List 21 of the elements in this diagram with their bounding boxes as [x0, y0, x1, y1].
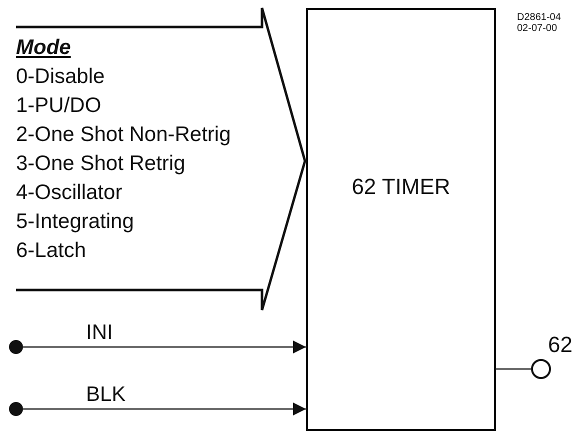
signal-label: BLK	[86, 383, 126, 407]
mode-option: 4-Oscillator	[16, 178, 231, 207]
output-label: 62	[548, 332, 572, 358]
mode-option: 2-One Shot Non-Retrig	[16, 120, 231, 149]
output-terminal-circle	[531, 359, 551, 379]
input-terminal-dot	[9, 402, 23, 416]
mode-option: 3-One Shot Retrig	[16, 149, 231, 178]
arrow	[23, 402, 306, 416]
signal-label: INI	[86, 321, 113, 345]
connector-line	[496, 368, 531, 370]
drawing-number: 02-07-00	[517, 23, 558, 34]
mode-heading: Mode	[16, 35, 72, 61]
input-terminal-dot	[9, 340, 23, 354]
timer-block	[306, 8, 496, 431]
drawing-number: D2861-04	[517, 12, 561, 23]
mode-option: 6-Latch	[16, 236, 231, 265]
block-title: 62 TIMER	[352, 174, 450, 200]
mode-option: 0-Disable	[16, 62, 231, 91]
arrow	[23, 340, 306, 354]
mode-option: 5-Integrating	[16, 207, 231, 236]
mode-option: 1-PU/DO	[16, 91, 231, 120]
